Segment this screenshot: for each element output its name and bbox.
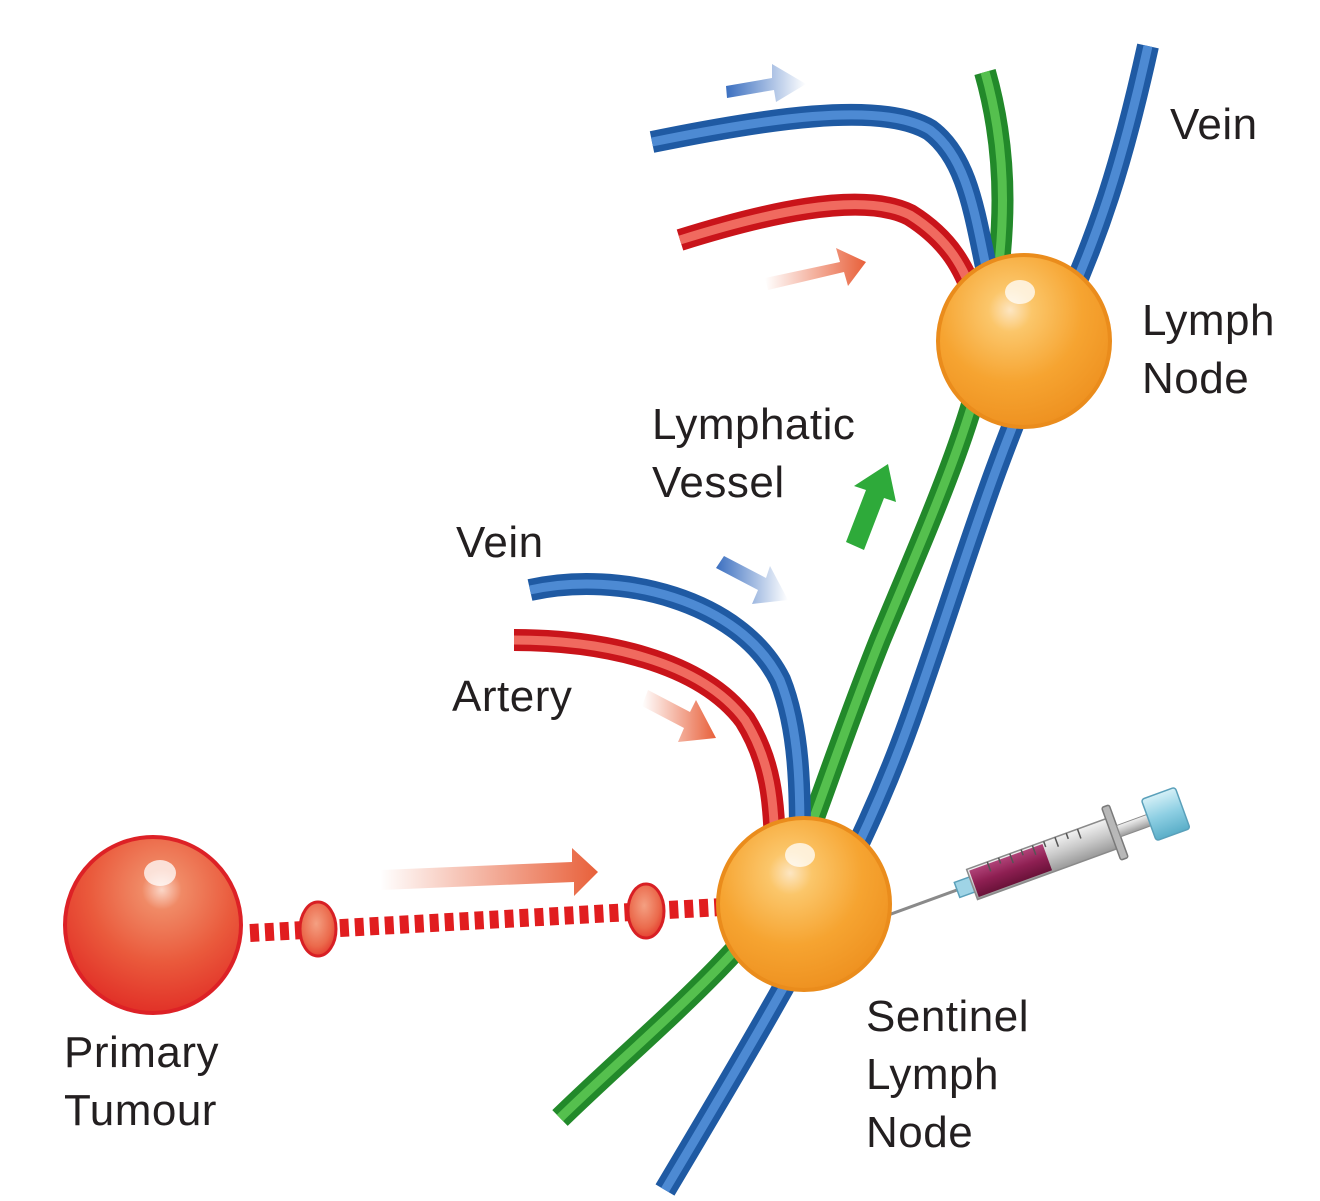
artery-label: Artery	[452, 672, 573, 721]
vein-top-label: Vein	[1170, 100, 1258, 149]
sentinel-lymph-node	[716, 816, 892, 992]
tumour-cell	[298, 900, 338, 958]
artery-top-flow-arrow	[765, 248, 866, 290]
artery-top-branch	[676, 193, 986, 304]
vein-top-branch	[649, 103, 1001, 288]
lymph-flow-arrow	[846, 464, 896, 550]
lymph-node	[936, 253, 1112, 429]
vessels	[513, 43, 1159, 1196]
vein-mid-branch	[527, 573, 811, 851]
artery-mid-branch	[513, 629, 786, 861]
primary-tumour	[63, 835, 243, 1015]
artery-mid-flow-arrow	[642, 690, 716, 742]
lymphatic-vessel-label: Lymphatic Vessel	[652, 400, 856, 507]
vein-mid-label: Vein	[456, 518, 544, 567]
tumour-cell	[626, 882, 666, 940]
vein-top-flow-arrow	[726, 64, 806, 102]
lymph-node-label: Lymph Node	[1142, 296, 1275, 403]
syringe	[879, 787, 1191, 920]
flow-arrows	[380, 64, 896, 896]
sentinel-lymph-node-label: Sentinel Lymph Node	[866, 992, 1030, 1157]
primary-tumour-label: Primary Tumour	[64, 1028, 220, 1135]
metastasis-flow-arrow	[380, 848, 598, 896]
vein-mid-flow-arrow	[716, 556, 788, 604]
metastasis-path	[249, 882, 723, 958]
